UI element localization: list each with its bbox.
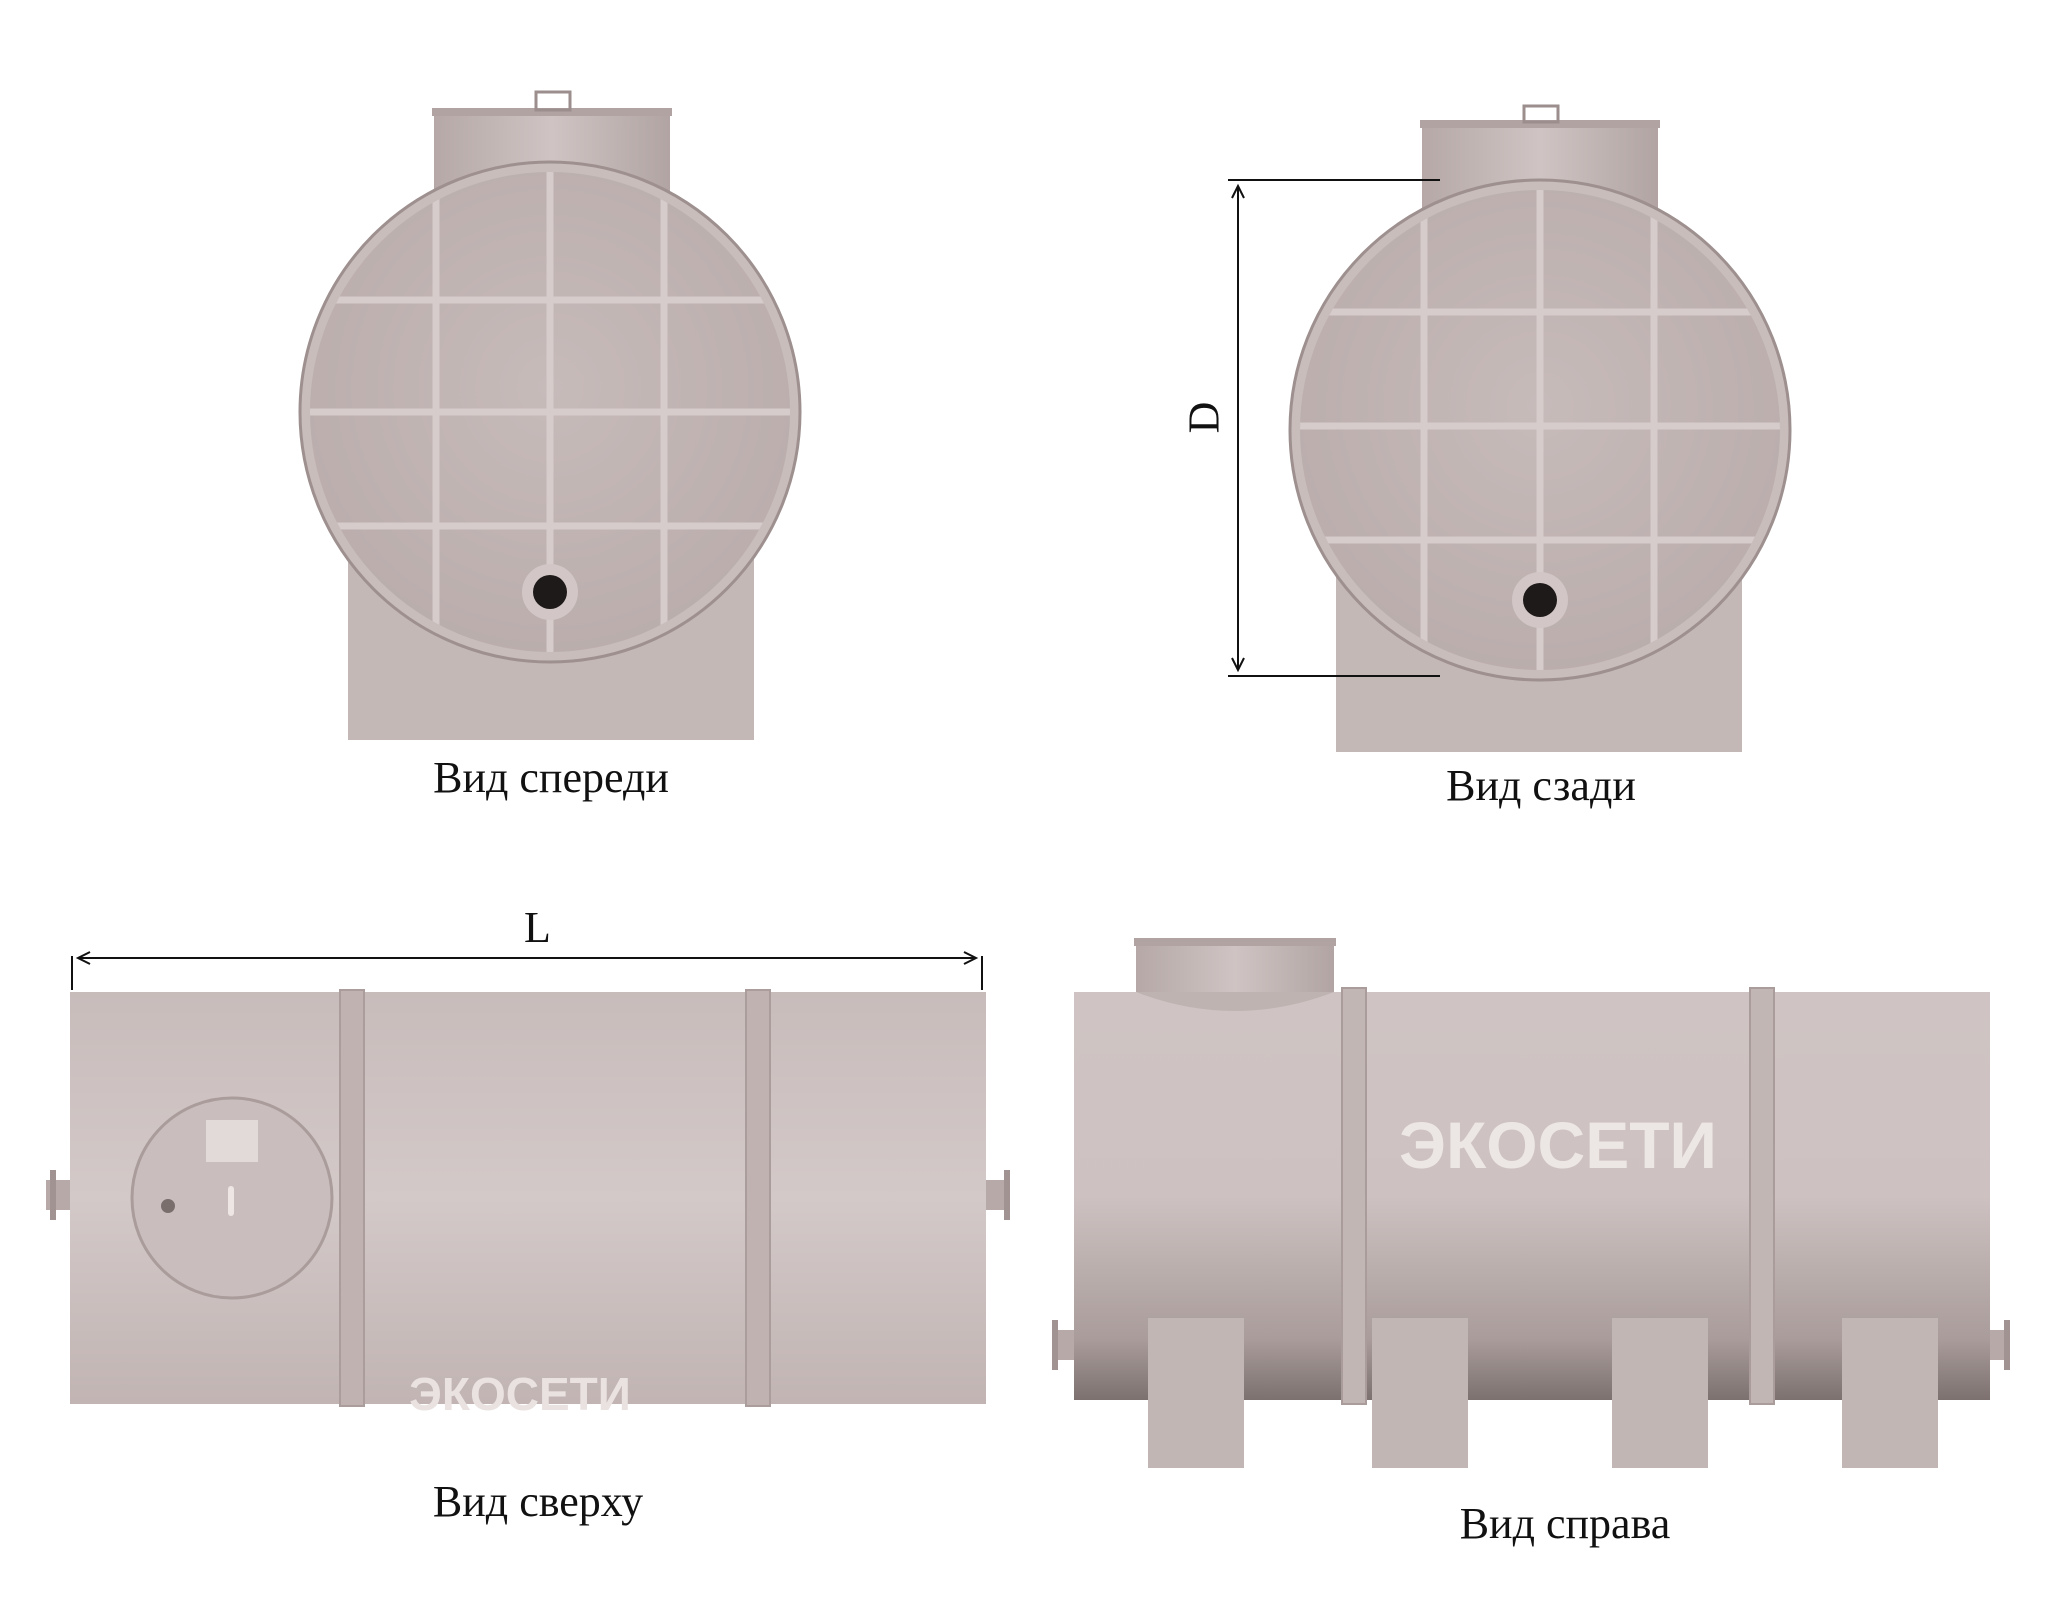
top-hatch-handle <box>228 1186 234 1216</box>
side-supports <box>1148 1318 1938 1468</box>
top-pipe-left <box>46 1180 72 1210</box>
side-support-1 <box>1148 1318 1244 1468</box>
top-hatch-label-plate <box>206 1120 258 1162</box>
side-support-4 <box>1842 1318 1938 1468</box>
back-neck-lid <box>1420 120 1660 128</box>
top-band-left <box>339 989 365 1407</box>
side-neck-lid <box>1134 938 1336 946</box>
back-grid <box>1300 190 1780 670</box>
top-hatch-knob <box>161 1199 175 1213</box>
side-logo: ЭКОСЕТИ <box>1399 1108 1717 1182</box>
caption-back-view: Вид сзади <box>1446 761 1636 810</box>
label-diameter: D <box>1179 401 1229 434</box>
side-band-right <box>1749 987 1775 1405</box>
diameter-dimension <box>1228 179 1440 677</box>
back-lid-handle <box>1522 104 1560 124</box>
back-view <box>1228 104 1792 752</box>
back-outlet-hole <box>1523 583 1557 617</box>
front-view <box>298 90 802 740</box>
side-view: ЭКОСЕТИ <box>1052 938 2010 1468</box>
side-pipe-left-flange <box>1052 1320 1058 1370</box>
caption-top-view: Вид сверху <box>432 1477 644 1526</box>
front-lid-handle <box>534 90 572 112</box>
side-pipe-right-flange <box>2004 1320 2010 1370</box>
caption-front-view: Вид спереди <box>433 753 669 802</box>
front-grid <box>310 172 790 652</box>
top-view: ЭКОСЕТИ <box>46 951 1010 1420</box>
side-neck-saddle <box>1136 992 1334 1011</box>
front-outlet-hole <box>533 575 567 609</box>
top-logo: ЭКОСЕТИ <box>409 1368 631 1420</box>
top-band-right <box>745 989 771 1407</box>
caption-side-view: Вид справа <box>1459 1499 1671 1548</box>
top-pipe-left-flange <box>50 1170 56 1220</box>
front-neck-lid <box>432 108 672 116</box>
side-support-2 <box>1372 1318 1468 1468</box>
length-dimension <box>71 951 983 990</box>
side-support-3 <box>1612 1318 1708 1468</box>
top-pipe-right-flange <box>1004 1170 1010 1220</box>
label-length: L <box>524 903 551 952</box>
side-band-left <box>1341 987 1367 1405</box>
